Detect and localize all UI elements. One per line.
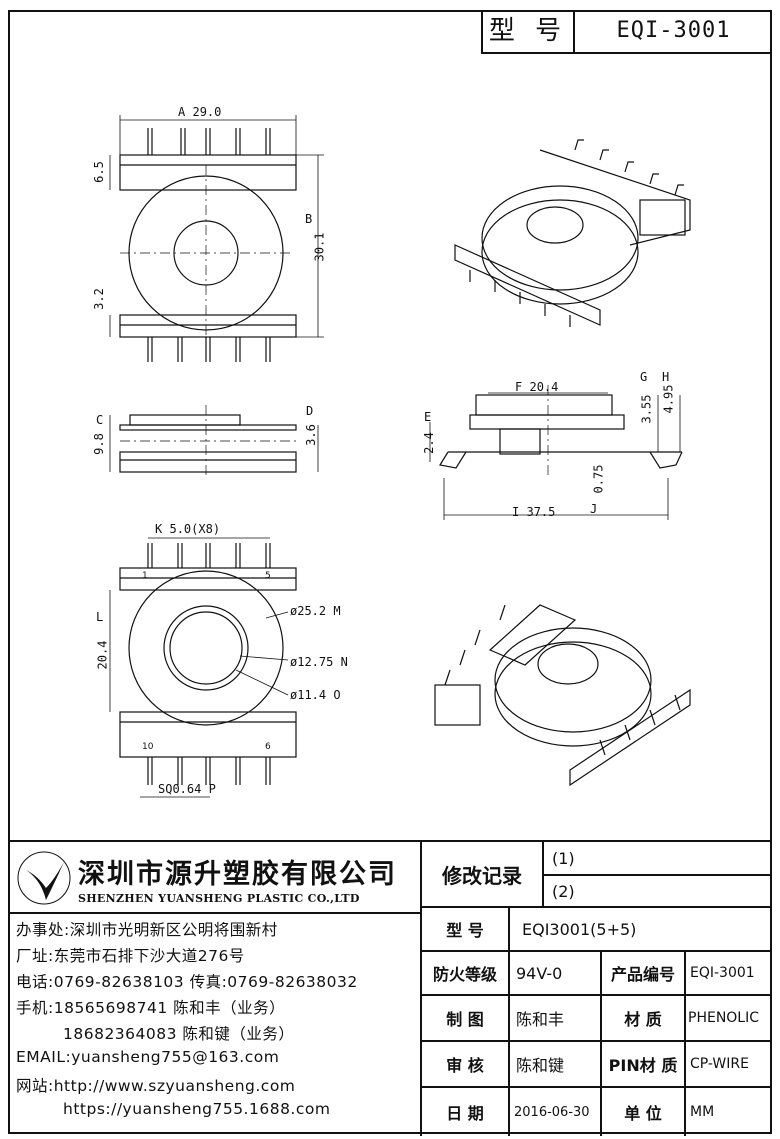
front-view bbox=[429, 385, 683, 520]
product-no-value: EQI-3001 bbox=[690, 965, 755, 981]
revision-2: (2) bbox=[552, 881, 575, 901]
dim-m-label: ø25.2 M bbox=[290, 604, 341, 618]
dim-d-marker: D bbox=[306, 404, 314, 418]
dim-6-5: 6.5 bbox=[91, 161, 106, 183]
side-view bbox=[109, 405, 319, 478]
website-2: https://yuansheng755.1688.com bbox=[63, 1100, 331, 1118]
dim-j-marker: J bbox=[590, 502, 598, 516]
company-name-cn: 深圳市源升塑胶有限公司 bbox=[78, 859, 397, 890]
material-value: PHENOLIC bbox=[688, 1010, 760, 1026]
dim-d-value: 3.6 bbox=[303, 424, 318, 446]
company-logo-icon bbox=[17, 851, 71, 905]
top-view-pins-lower bbox=[147, 337, 271, 362]
dim-l-value: 20.4 bbox=[95, 640, 110, 670]
mobile-2: 18682364083 陈和键（业务） bbox=[63, 1025, 295, 1043]
dim-i-label: I 37.5 bbox=[512, 505, 556, 519]
isometric-view-lower bbox=[434, 604, 691, 787]
revision-1: (1) bbox=[552, 848, 575, 868]
dim-a-label: A 29.0 bbox=[178, 105, 222, 119]
dim-3-2: 3.2 bbox=[91, 288, 106, 310]
dim-p-label: SQ0.64 P bbox=[158, 782, 216, 796]
drawn-by-label: 制 图 bbox=[446, 1010, 484, 1029]
pin-label-5: 5 bbox=[265, 571, 271, 581]
unit-value: MM bbox=[690, 1104, 715, 1120]
drawing-frame bbox=[8, 10, 772, 1134]
pin-material-value: CP-WIRE bbox=[690, 1056, 749, 1072]
model-value-bottom: EQI3001(5+5) bbox=[522, 919, 637, 939]
email: EMAIL:yuansheng755@163.com bbox=[16, 1048, 280, 1066]
dim-k-label: K 5.0(X8) bbox=[155, 522, 221, 536]
dim-h-marker: H bbox=[662, 370, 670, 384]
model-value: EQI-3001 bbox=[616, 18, 731, 43]
material-label: 材 质 bbox=[624, 1010, 662, 1029]
mobile-1: 手机:18565698741 陈和丰（业务） bbox=[16, 999, 286, 1017]
dim-l-marker: L bbox=[96, 610, 104, 624]
dim-c-value: 9.8 bbox=[91, 433, 106, 455]
drawn-by-value: 陈和丰 bbox=[516, 1010, 565, 1029]
model-label: 型 号 bbox=[488, 16, 568, 46]
revision-label: 修改记录 bbox=[442, 863, 522, 888]
title-block: 型 号 EQI-3001 bbox=[481, 10, 772, 54]
dim-e-value: 2.4 bbox=[421, 432, 436, 454]
dim-c-marker: C bbox=[96, 413, 104, 427]
checked-by-value: 陈和键 bbox=[516, 1056, 565, 1075]
date-value: 2016-06-30 bbox=[514, 1104, 590, 1120]
dim-e-marker: E bbox=[424, 410, 432, 424]
dim-h-value: 4.95 bbox=[661, 384, 676, 414]
dim-g-value: 3.55 bbox=[639, 394, 654, 424]
pin-label-1: 1 bbox=[142, 571, 148, 581]
top-view-pins-upper bbox=[147, 128, 271, 155]
dim-f-label: F 20.4 bbox=[515, 380, 559, 394]
factory-address: 厂址:东莞市石排下沙大道276号 bbox=[16, 947, 245, 965]
office-address: 办事处:深圳市光明新区公明将围新村 bbox=[16, 921, 278, 939]
dim-b-value: 30.1 bbox=[312, 232, 327, 262]
top-view bbox=[109, 115, 324, 362]
bottom-view bbox=[109, 537, 297, 798]
product-no-label: 产品编号 bbox=[610, 965, 675, 984]
isometric-view-upper bbox=[454, 139, 691, 327]
dim-g-marker: G bbox=[640, 370, 648, 384]
phone-fax: 电话:0769-82638103 传真:0769-82638032 bbox=[16, 973, 358, 991]
fire-rating-value: 94V-0 bbox=[516, 963, 563, 983]
pin-material-label: PIN材 质 bbox=[608, 1056, 678, 1075]
pin-label-6: 6 bbox=[265, 742, 271, 752]
info-table: 修改记录 (1) (2) 型 号 EQI3001(5+5) 防火等级 94V-0… bbox=[422, 842, 772, 1136]
company-name-en: SHENZHEN YUANSHENG PLASTIC CO.,LTD bbox=[78, 892, 360, 905]
model-label-bottom: 型 号 bbox=[446, 921, 484, 940]
date-label: 日 期 bbox=[446, 1104, 484, 1123]
checked-by-label: 审 核 bbox=[446, 1056, 484, 1075]
fire-rating-label: 防火等级 bbox=[432, 965, 497, 984]
dim-n-label: ø12.75 N bbox=[290, 655, 348, 669]
title-block-bottom: 深圳市源升塑胶有限公司 SHENZHEN YUANSHENG PLASTIC C… bbox=[8, 840, 772, 1136]
technical-drawing bbox=[109, 115, 691, 798]
dim-b-marker: B bbox=[305, 212, 313, 226]
dim-j-value: 0.75 bbox=[591, 464, 606, 494]
website-1: 网站:http://www.szyuansheng.com bbox=[16, 1077, 296, 1095]
dim-o-label: ø11.4 O bbox=[290, 688, 341, 702]
unit-label: 单 位 bbox=[624, 1104, 662, 1123]
pin-label-10: 10 bbox=[142, 742, 154, 752]
company-info: 深圳市源升塑胶有限公司 SHENZHEN YUANSHENG PLASTIC C… bbox=[8, 842, 422, 1136]
